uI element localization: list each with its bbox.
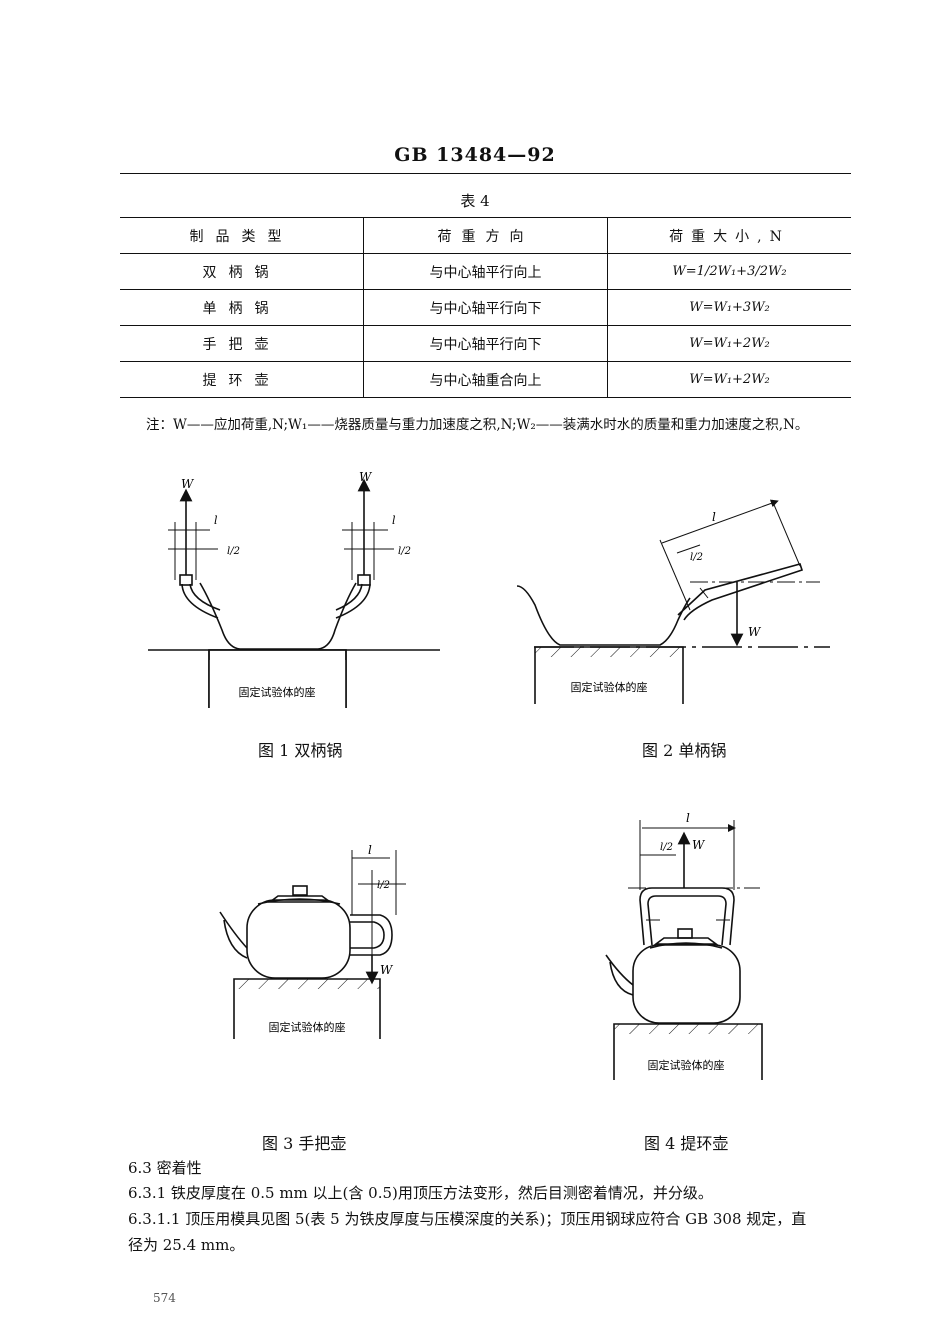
table-header-row: 制品类型 荷重方向 荷重大小,N	[120, 217, 851, 254]
table-row: 双柄锅 与中心轴平行向上 W=1/2W₁+3/2W₂	[120, 253, 851, 290]
figure-1-caption: 图 1 双柄锅	[258, 741, 343, 760]
length-label: l	[686, 811, 690, 825]
half-length-label: l/2	[690, 552, 703, 563]
half-length-label: l/2	[377, 880, 390, 891]
length-label: l	[214, 514, 218, 527]
figure-2-single-handle-pot	[516, 499, 830, 704]
table-cell: 与中心轴平行向下	[363, 289, 608, 326]
table-cell: 手把壶	[120, 325, 364, 362]
base-label: 固定试验体的座	[648, 1058, 725, 1072]
load-label: W	[181, 477, 195, 491]
figure-1-double-handle-pot	[148, 478, 440, 708]
load-label: W	[380, 963, 394, 977]
half-length-label: l/2	[227, 546, 240, 557]
section-6-3-1-text: 6.3.1 铁皮厚度在 0.5 mm 以上(含 0.5)用顶压方法变形，然后目测…	[128, 1184, 713, 1202]
table-cell: 双柄锅	[120, 253, 364, 290]
table-row: 手把壶 与中心轴平行向下 W=W₁+2W₂	[120, 325, 851, 362]
figure-3-handle-teapot	[219, 850, 406, 1039]
standard-number: GB 13484—92	[394, 144, 556, 166]
base-label: 固定试验体的座	[571, 680, 648, 694]
load-label: W	[692, 838, 706, 852]
page-number: 574	[153, 1291, 176, 1305]
section-6-3-1-1-line1: 6.3.1.1 顶压用模具见图 5(表 5 为铁皮厚度与压模深度的关系)；顶压用…	[128, 1210, 807, 1228]
table-row: 单柄锅 与中心轴平行向下 W=W₁+3W₂	[120, 289, 851, 326]
column-header: 制品类型	[120, 217, 364, 254]
column-header: 荷重方向	[363, 217, 608, 254]
length-label: l	[368, 843, 372, 857]
table-title: 表 4	[460, 192, 490, 210]
table-cell: W=1/2W₁+3/2W₂	[607, 253, 851, 290]
table-cell: W=W₁+2W₂	[607, 325, 851, 362]
half-length-label: l/2	[660, 842, 673, 853]
table-4: 制品类型 荷重方向 荷重大小,N 双柄锅 与中心轴平行向上 W=1/2W₁+3/…	[120, 217, 851, 398]
length-label: l	[392, 514, 396, 527]
load-label: W	[748, 625, 762, 639]
column-header: 荷重大小,N	[607, 217, 851, 254]
table-row: 提环壶 与中心轴重合向上 W=W₁+2W₂	[120, 361, 851, 398]
figure-2-caption: 图 2 单柄锅	[642, 741, 727, 760]
length-label: l	[712, 510, 716, 524]
base-label: 固定试验体的座	[239, 685, 316, 699]
table-cell: 提环壶	[120, 361, 364, 398]
section-6-3-1-1-line2: 径为 25.4 mm。	[128, 1236, 245, 1254]
table-cell: 单柄锅	[120, 289, 364, 326]
table-note: 注：W——应加荷重,N;W₁——烧器质量与重力加速度之积,N;W₂——装满水时水…	[146, 417, 809, 433]
figure-4-bail-handle-kettle	[605, 820, 763, 1080]
half-length-label: l/2	[398, 546, 411, 557]
table-cell: W=W₁+2W₂	[607, 361, 851, 398]
header-rule	[120, 173, 851, 174]
table-cell: W=W₁+3W₂	[607, 289, 851, 326]
table-cell: 与中心轴重合向上	[363, 361, 608, 398]
base-label: 固定试验体的座	[269, 1020, 346, 1034]
section-6-3-heading: 6.3 密着性	[128, 1159, 202, 1177]
load-label: W	[359, 470, 373, 484]
figure-4-caption: 图 4 提环壶	[644, 1134, 729, 1153]
figure-3-caption: 图 3 手把壶	[262, 1134, 347, 1153]
